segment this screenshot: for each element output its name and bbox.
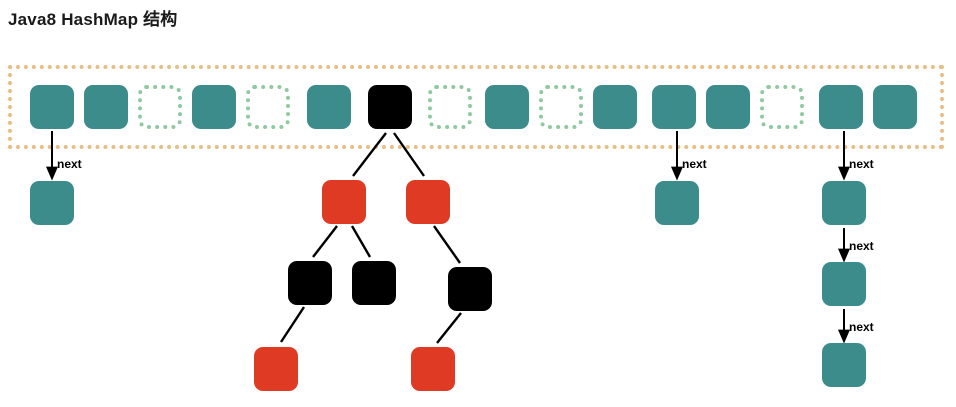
array-cell-4[interactable]	[246, 85, 290, 129]
tree-node-b1-black[interactable]	[288, 261, 332, 305]
hash-bucket-array-frame	[8, 65, 944, 149]
tree-edge-r1-to-b1	[312, 225, 338, 258]
array-cell-0[interactable]	[30, 85, 74, 129]
tree-edge-group	[279, 132, 462, 344]
array-cell-3[interactable]	[192, 85, 236, 129]
bucket-0-chain-next-label-0: next	[57, 157, 82, 171]
bucket-14-chain-node-1[interactable]	[822, 262, 866, 306]
bucket-11-chain-next-label-0: next	[682, 157, 707, 171]
tree-node-b2-black[interactable]	[352, 261, 396, 305]
array-cell-12[interactable]	[706, 85, 750, 129]
tree-node-r1-red[interactable]	[322, 180, 366, 224]
array-cell-5[interactable]	[307, 85, 351, 129]
array-cell-15[interactable]	[873, 85, 917, 129]
tree-edge-b3-to-r4	[436, 312, 462, 344]
tree-edge-b1-to-r3	[279, 306, 306, 343]
array-cell-13[interactable]	[760, 85, 804, 129]
array-cell-6[interactable]	[368, 85, 412, 129]
tree-edge-r2-to-b3	[433, 225, 461, 264]
bucket-14-chain-next-label-0: next	[849, 157, 874, 171]
bucket-14-chain-node-2[interactable]	[822, 343, 866, 387]
tree-node-r3-red[interactable]	[254, 347, 298, 391]
tree-edge-r1-to-b2	[350, 225, 372, 258]
array-cell-2[interactable]	[138, 85, 182, 129]
array-cell-9[interactable]	[539, 85, 583, 129]
array-cell-14[interactable]	[819, 85, 863, 129]
bucket-14-chain-next-label-2: next	[849, 320, 874, 334]
bucket-14-chain-node-0[interactable]	[822, 181, 866, 225]
tree-node-b3-black[interactable]	[448, 267, 492, 311]
bucket-14-chain-next-label-1: next	[849, 239, 874, 253]
array-cell-10[interactable]	[593, 85, 637, 129]
page-title: Java8 HashMap 结构	[8, 10, 178, 29]
array-cell-8[interactable]	[485, 85, 529, 129]
bucket-11-chain-node-0[interactable]	[655, 181, 699, 225]
array-cell-1[interactable]	[84, 85, 128, 129]
tree-node-r4-red[interactable]	[411, 347, 455, 391]
array-cell-7[interactable]	[428, 85, 472, 129]
tree-node-r2-red[interactable]	[406, 180, 450, 224]
array-cell-11[interactable]	[652, 85, 696, 129]
bucket-0-chain-node-0[interactable]	[30, 181, 74, 225]
